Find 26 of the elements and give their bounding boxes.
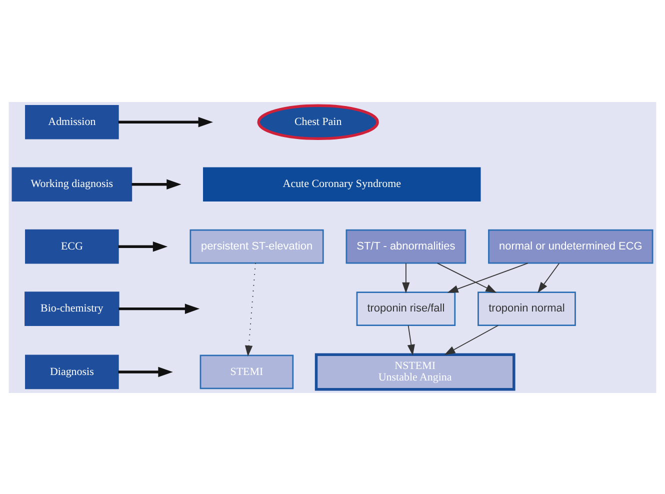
arrow	[118, 303, 200, 314]
arrow	[447, 262, 528, 292]
node-box: ECG	[25, 228, 119, 264]
arrow	[407, 324, 415, 356]
arrow	[118, 116, 213, 127]
node-box: Working diagnosis	[12, 166, 132, 202]
arrow	[436, 262, 497, 292]
arrow	[118, 366, 173, 377]
node-box: ST/T - abnormalities	[346, 228, 466, 264]
arrow	[244, 262, 256, 356]
node-box: Admission	[25, 104, 119, 139]
arrow	[538, 262, 560, 293]
node-box: Acute Coronary Syndrome	[203, 166, 481, 202]
node-box: normal or undetermined ECG	[488, 228, 654, 264]
arrow	[444, 324, 499, 355]
node-box: Diagnosis	[25, 354, 119, 389]
node-box: NSTEMI Unstable Angina	[314, 352, 516, 390]
node-box: STEMI	[200, 354, 294, 389]
arrow	[402, 262, 410, 293]
node-box: troponin rise/fall	[356, 291, 456, 326]
node-box: persistent ST-elevation	[190, 228, 324, 264]
node-box: Bio-chemistry	[24, 291, 120, 326]
arrow	[118, 240, 168, 252]
node-ellipse: Chest Pain	[257, 104, 379, 140]
arrow	[132, 178, 182, 189]
node-box: troponin normal	[478, 291, 576, 326]
